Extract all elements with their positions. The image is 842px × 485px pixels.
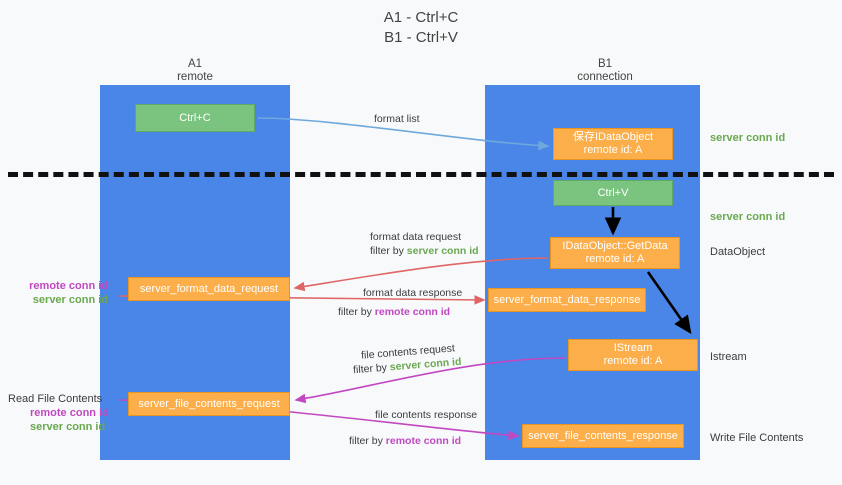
box-idataobject[interactable]: 保存IDataObject remote id: A bbox=[553, 128, 673, 160]
box-ctrl-v[interactable]: Ctrl+V bbox=[553, 180, 673, 206]
box-idataobject-subtitle: remote id: A bbox=[583, 144, 643, 156]
label-remote-conn-id-upper: remote conn id bbox=[29, 280, 108, 292]
box-server-file-contents-response-label: server_file_contents_response bbox=[528, 429, 678, 442]
box-server-format-data-response[interactable]: server_format_data_response bbox=[488, 288, 646, 312]
arrow-label-format-list: format list bbox=[374, 113, 420, 125]
label-left-read-file-contents-group: Read File Contents remote conn id server… bbox=[8, 392, 198, 434]
box-idataobject-title: 保存IDataObject bbox=[572, 131, 654, 143]
filter-value-remote-conn-id: remote conn id bbox=[385, 435, 462, 447]
label-server-conn-id-lower: server conn id bbox=[30, 421, 106, 433]
arrow-label-format-data-request: format data request bbox=[370, 231, 462, 243]
arrow-label-file-contents-response-filter: filter by remote conn id bbox=[349, 434, 461, 448]
box-ctrl-c[interactable]: Ctrl+C bbox=[135, 104, 255, 132]
box-istream-subtitle: remote id: A bbox=[603, 355, 663, 367]
box-idataobject-getdata[interactable]: IDataObject::GetData remote id: A bbox=[550, 237, 680, 269]
column-a1-role: remote bbox=[177, 71, 213, 83]
label-server-conn-id-top: server conn id bbox=[710, 132, 786, 144]
box-server-file-contents-request[interactable]: server_file_contents_request bbox=[128, 392, 290, 416]
column-header-b1: B1 connection bbox=[535, 58, 675, 84]
box-istream[interactable]: IStream remote id: A bbox=[568, 339, 698, 371]
box-server-format-data-response-label: server_format_data_response bbox=[493, 293, 641, 306]
column-header-a1: A1 remote bbox=[135, 58, 255, 84]
filter-value-server-conn-id: server conn id bbox=[406, 245, 479, 257]
box-getdata-title: IDataObject::GetData bbox=[562, 240, 668, 252]
boundary-divider bbox=[8, 172, 834, 177]
column-b1-role: connection bbox=[577, 71, 633, 83]
label-remote-conn-id-lower: remote conn id bbox=[30, 407, 109, 419]
filter-prefix: filter by bbox=[352, 361, 391, 377]
filter-prefix: filter by bbox=[349, 435, 386, 447]
title-line-1: A1 - Ctrl+C bbox=[383, 9, 459, 26]
box-ctrl-c-label: Ctrl+C bbox=[179, 111, 211, 124]
label-read-file-contents: Read File Contents bbox=[8, 393, 103, 405]
label-server-conn-id-upper: server conn id bbox=[32, 294, 108, 306]
box-getdata-subtitle: remote id: A bbox=[585, 253, 645, 265]
box-server-format-data-request[interactable]: server_format_data_request bbox=[128, 277, 290, 301]
filter-prefix: filter by bbox=[370, 245, 407, 257]
box-server-file-contents-response[interactable]: server_file_contents_response bbox=[522, 424, 684, 448]
box-server-format-data-request-label: server_format_data_request bbox=[139, 282, 279, 295]
label-dataobject: DataObject bbox=[710, 246, 766, 258]
column-a1-name: A1 bbox=[187, 58, 203, 70]
label-write-file-contents: Write File Contents bbox=[710, 432, 804, 444]
arrow-label-file-contents-response: file contents response bbox=[375, 409, 478, 421]
title-line-2: B1 - Ctrl+V bbox=[384, 29, 458, 46]
filter-prefix: filter by bbox=[338, 306, 375, 318]
arrow-label-format-data-response: format data response bbox=[363, 287, 463, 299]
box-istream-title: IStream bbox=[613, 342, 653, 354]
box-server-file-contents-request-label: server_file_contents_request bbox=[138, 397, 280, 410]
label-left-conn-ids-upper: remote conn id server conn id bbox=[8, 279, 108, 307]
filter-value-remote-conn-id: remote conn id bbox=[374, 306, 451, 318]
column-b1-name: B1 bbox=[597, 58, 613, 70]
box-ctrl-v-label: Ctrl+V bbox=[597, 186, 629, 199]
label-server-conn-id-mid: server conn id bbox=[710, 211, 786, 223]
arrow-label-format-data-response-filter: filter by remote conn id bbox=[338, 305, 450, 319]
page-title: A1 - Ctrl+C B1 - Ctrl+V bbox=[0, 8, 842, 48]
label-istream: Istream bbox=[710, 351, 747, 363]
arrow-label-format-data-request-filter: filter by server conn id bbox=[370, 244, 479, 258]
